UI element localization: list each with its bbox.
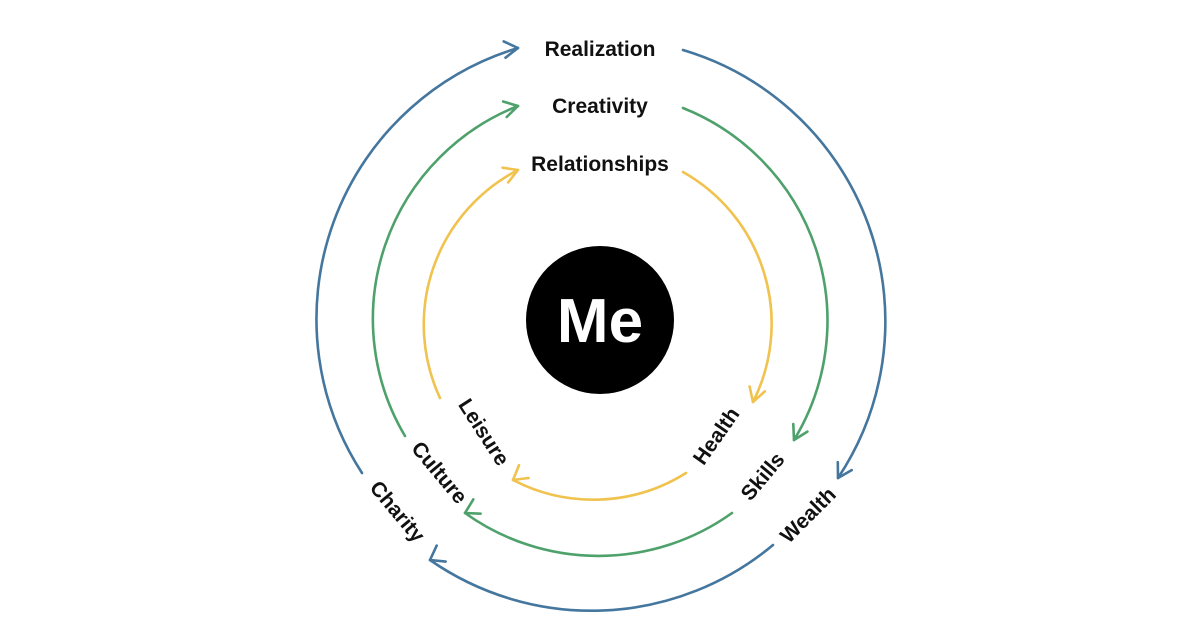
outer-ring-arc-bottom <box>428 543 775 612</box>
outer-ring-top-label: Realization <box>545 38 656 61</box>
middle-ring-arrowhead-right <box>792 422 809 442</box>
middle-ring-arc-bottom <box>463 511 734 558</box>
inner-ring-top-label: Relationships <box>531 153 669 176</box>
center-node: Me <box>526 246 674 394</box>
middle-ring-arrowhead-top <box>501 100 520 119</box>
outer-ring-arrowhead-bottom <box>428 544 447 563</box>
middle-ring-arc-top-right <box>681 106 829 442</box>
inner-ring-arc-top-right <box>681 170 773 404</box>
outer-ring-arrowhead-top <box>502 40 520 59</box>
middle-ring-top-label: Creativity <box>552 95 648 118</box>
inner-ring-right-label: Health <box>689 403 745 469</box>
center-circle <box>526 246 674 394</box>
middle-ring-right-label: Skills <box>737 448 790 505</box>
center-label: Me <box>557 287 643 356</box>
inner-ring-arrowhead-top <box>501 166 520 184</box>
inner-ring-arrowhead-right <box>748 385 767 404</box>
middle-ring-arc-left <box>371 104 520 438</box>
middle-ring-left-label: Culture <box>407 437 472 508</box>
middle-ring-arrowhead-bottom <box>463 498 482 515</box>
outer-ring-left-label: Charity <box>365 477 429 547</box>
outer-ring-right-label: Wealth <box>776 483 841 548</box>
inner-ring-arc-left <box>422 168 520 400</box>
inner-ring-arrowhead-bottom <box>511 463 530 482</box>
inner-ring-left-label: Leisure <box>453 395 513 470</box>
outer-ring-arrowhead-right <box>836 460 853 480</box>
outer-ring-arc-left <box>315 46 520 475</box>
inner-ring-arc-bottom <box>511 471 688 501</box>
outer-ring-arc-top-right <box>681 48 887 480</box>
